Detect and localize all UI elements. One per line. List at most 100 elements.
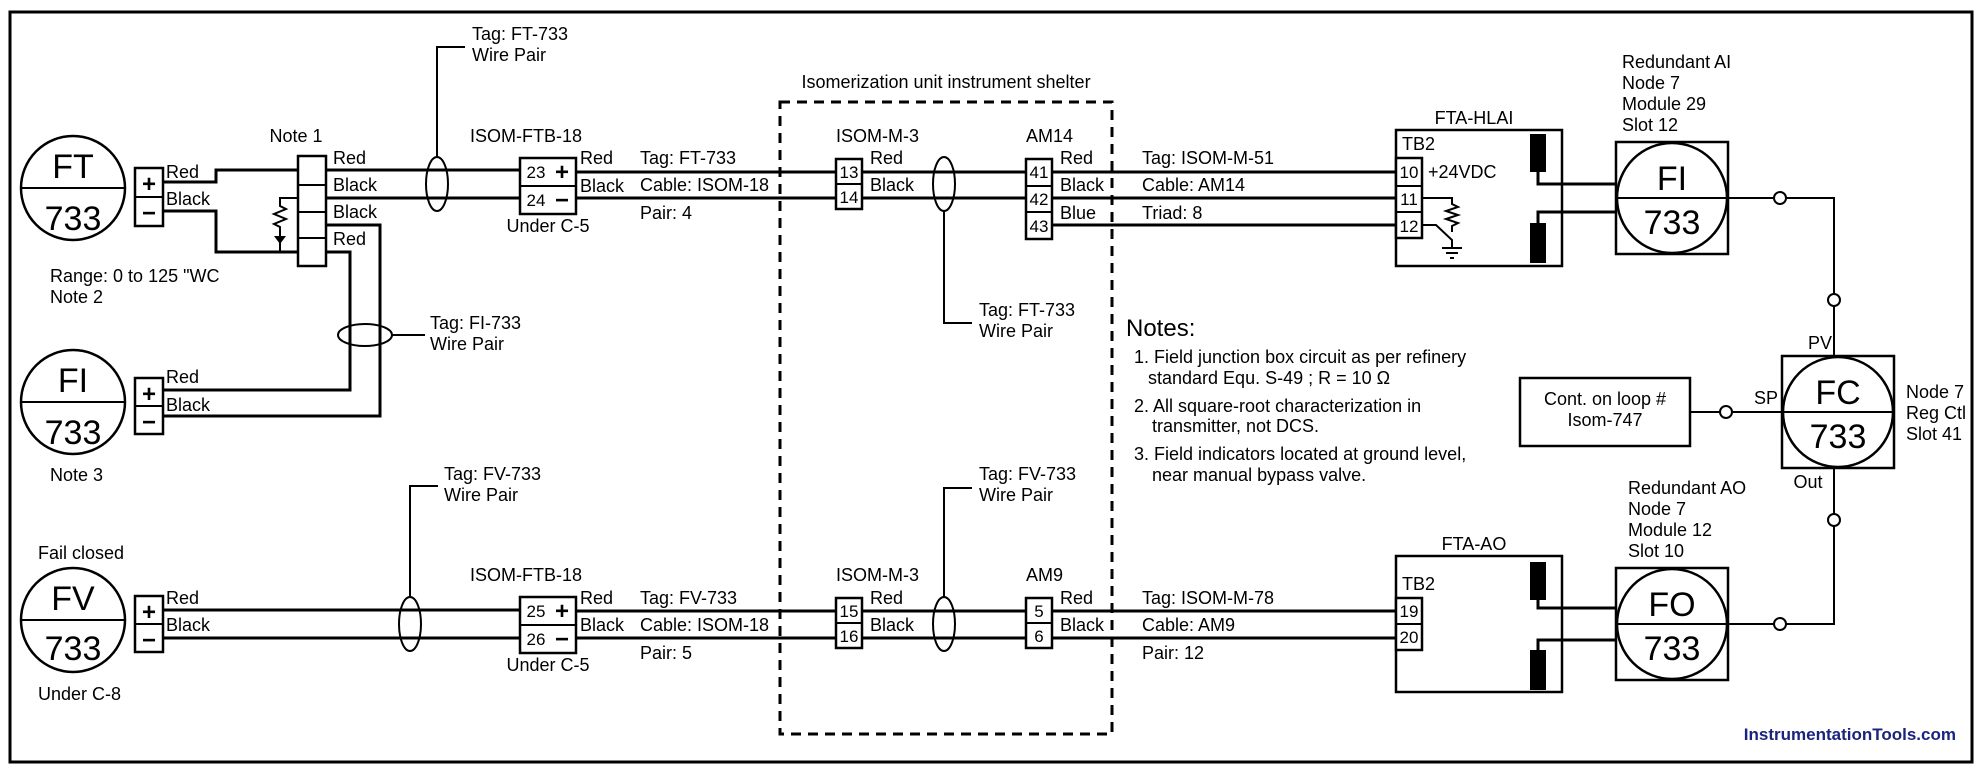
fv-wire-black: Black bbox=[166, 615, 211, 635]
fi-field-wire-black: Black bbox=[166, 395, 211, 415]
mcable-bottom-tag: Tag: ISOM-M-78 bbox=[1142, 588, 1274, 608]
ftb-bottom-name: ISOM-FTB-18 bbox=[470, 565, 582, 585]
fta-hlai-tb: TB2 bbox=[1402, 134, 1435, 154]
svg-text:−: − bbox=[555, 626, 569, 653]
note-1a: 1. Field junction box circuit as per ref… bbox=[1134, 347, 1466, 367]
mcable-top-triad: Triad: 8 bbox=[1142, 203, 1202, 223]
jb-wire-3: Black bbox=[333, 202, 378, 222]
fta-hlai-t2: 11 bbox=[1400, 190, 1418, 209]
junction-box: Note 1 Red Black Black Red bbox=[269, 126, 378, 268]
svg-text:+: + bbox=[142, 381, 156, 408]
isom-bottom-black: Black bbox=[870, 615, 915, 635]
isom-bottom-terminal: ISOM-M-3 15 16 Red Black bbox=[834, 565, 919, 650]
cable-bottom-tag: Tag: FV-733 bbox=[640, 588, 737, 608]
fi-field-number: 733 bbox=[45, 414, 102, 452]
isom-top-t1: 13 bbox=[840, 163, 859, 182]
am9-red: Red bbox=[1060, 588, 1093, 608]
cable-top-pair: Pair: 4 bbox=[640, 203, 692, 223]
cable-top-tag: Tag: FT-733 bbox=[640, 148, 736, 168]
ft-note: Note 2 bbox=[50, 287, 103, 307]
fc-pv: PV bbox=[1808, 333, 1832, 353]
isom-top-black: Black bbox=[870, 175, 915, 195]
am9-t1: 5 bbox=[1034, 602, 1043, 621]
instrument-shelter: Isomerization unit instrument shelter bbox=[778, 72, 1114, 736]
am14-name: AM14 bbox=[1026, 126, 1073, 146]
ft-shelter-label: Wire Pair bbox=[979, 321, 1053, 341]
cont-line-1: Cont. on loop # bbox=[1544, 389, 1666, 409]
fi-wire-pair: Tag: FI-733 Wire Pair bbox=[337, 313, 521, 354]
fv-wire-red: Red bbox=[166, 588, 199, 608]
ft-pair-tag: Tag: FT-733 bbox=[472, 24, 568, 44]
diagram-frame bbox=[8, 10, 1974, 764]
am9-name: AM9 bbox=[1026, 565, 1063, 585]
ai-card: Redundant AI Node 7 Module 29 Slot 12 FI… bbox=[1614, 52, 1731, 256]
am14-t1: 41 bbox=[1030, 163, 1049, 182]
continuation-box: Cont. on loop # Isom-747 bbox=[1518, 376, 1692, 448]
fc-reg: Reg Ctl bbox=[1906, 403, 1966, 423]
ao-number: 733 bbox=[1644, 630, 1701, 668]
jb-wire-4: Red bbox=[333, 229, 366, 249]
am9-black: Black bbox=[1060, 615, 1105, 635]
isom-bottom-t1: 15 bbox=[840, 602, 859, 621]
svg-text:−: − bbox=[555, 187, 569, 214]
am14-terminal: AM14 41 42 43 Red Black Blue bbox=[1024, 126, 1105, 241]
ftb-top-location: Under C-5 bbox=[506, 216, 589, 236]
shelter-title: Isomerization unit instrument shelter bbox=[801, 72, 1090, 92]
ftb-bottom-terminal: ISOM-FTB-18 25 26 + − Red Black Under C-… bbox=[470, 565, 625, 675]
isom-bottom-t2: 16 bbox=[840, 627, 859, 646]
cable-top-cable: Cable: ISOM-18 bbox=[640, 175, 769, 195]
fta-hlai-name: FTA-HLAI bbox=[1435, 108, 1514, 128]
fi-field-note: Note 3 bbox=[50, 465, 103, 485]
fc-number: 733 bbox=[1810, 418, 1867, 456]
fv-fail-status: Fail closed bbox=[38, 543, 124, 563]
mcable-bottom-pair: Pair: 12 bbox=[1142, 643, 1204, 663]
ftb-top-t1: 23 bbox=[527, 163, 546, 182]
fc-controller: FC 733 PV SP Out Node 7 Reg Ctl Slot 41 bbox=[1754, 333, 1966, 492]
ft-shelter-tag: Tag: FT-733 bbox=[979, 300, 1075, 320]
notes-title: Notes: bbox=[1126, 315, 1195, 342]
fc-node: Node 7 bbox=[1906, 382, 1964, 402]
ao-line-4: Slot 10 bbox=[1628, 541, 1684, 561]
ao-line-1: Redundant AO bbox=[1628, 478, 1746, 498]
ft-pair-label: Wire Pair bbox=[472, 45, 546, 65]
am14-t2: 42 bbox=[1030, 190, 1049, 209]
svg-text:+: + bbox=[555, 159, 569, 186]
ftb-top-terminal: ISOM-FTB-18 23 24 + − Red Black Under C-… bbox=[470, 126, 625, 236]
jb-wire-1: Red bbox=[333, 148, 366, 168]
ai-line-3: Module 29 bbox=[1622, 94, 1706, 114]
svg-text:+: + bbox=[142, 599, 156, 626]
fv-location: Under C-8 bbox=[38, 684, 121, 704]
fc-sp: SP bbox=[1754, 388, 1778, 408]
isom-top-t2: 14 bbox=[840, 188, 859, 207]
ftb-bottom-location: Under C-5 bbox=[506, 655, 589, 675]
mcable-top-tag: Tag: ISOM-M-51 bbox=[1142, 148, 1274, 168]
ft-wire-red: Red bbox=[166, 162, 199, 182]
svg-text:−: − bbox=[142, 200, 156, 227]
isom-bottom-name: ISOM-M-3 bbox=[836, 565, 919, 585]
fta-hlai-t3: 12 bbox=[1400, 217, 1419, 236]
fi-field-wire-red: Red bbox=[166, 367, 199, 387]
ft-wire-pair: Tag: FT-733 Wire Pair bbox=[425, 24, 568, 212]
fv-pair-tag: Tag: FV-733 bbox=[444, 464, 541, 484]
fi-field-label: FI bbox=[58, 362, 88, 400]
fta-hlai-t1: 10 bbox=[1400, 163, 1419, 182]
ai-label: FI bbox=[1657, 160, 1687, 198]
ai-line-1: Redundant AI bbox=[1622, 52, 1731, 72]
ft-wire-black: Black bbox=[166, 189, 211, 209]
ft-transmitter: FT 733 + − Red Black Range: 0 to 125 "WC… bbox=[19, 134, 219, 307]
isom-top-terminal: ISOM-M-3 13 14 Red Black bbox=[834, 126, 919, 211]
isom-bottom-red: Red bbox=[870, 588, 903, 608]
fta-ao-t2: 20 bbox=[1400, 628, 1419, 647]
fta-ao: FTA-AO TB2 19 20 bbox=[1394, 534, 1620, 694]
note-3b: near manual bypass valve. bbox=[1152, 465, 1366, 485]
fv-shelter-label: Wire Pair bbox=[979, 485, 1053, 505]
svg-text:−: − bbox=[142, 627, 156, 654]
fi-pair-tag: Tag: FI-733 bbox=[430, 313, 521, 333]
ftb-top-red: Red bbox=[580, 148, 613, 168]
cable-bottom-cable: Cable: ISOM-18 bbox=[640, 615, 769, 635]
am14-red: Red bbox=[1060, 148, 1093, 168]
ft-number: 733 bbox=[45, 200, 102, 238]
fta-hlai-supply: +24VDC bbox=[1428, 162, 1497, 182]
ftb-bottom-t2: 26 bbox=[527, 630, 546, 649]
